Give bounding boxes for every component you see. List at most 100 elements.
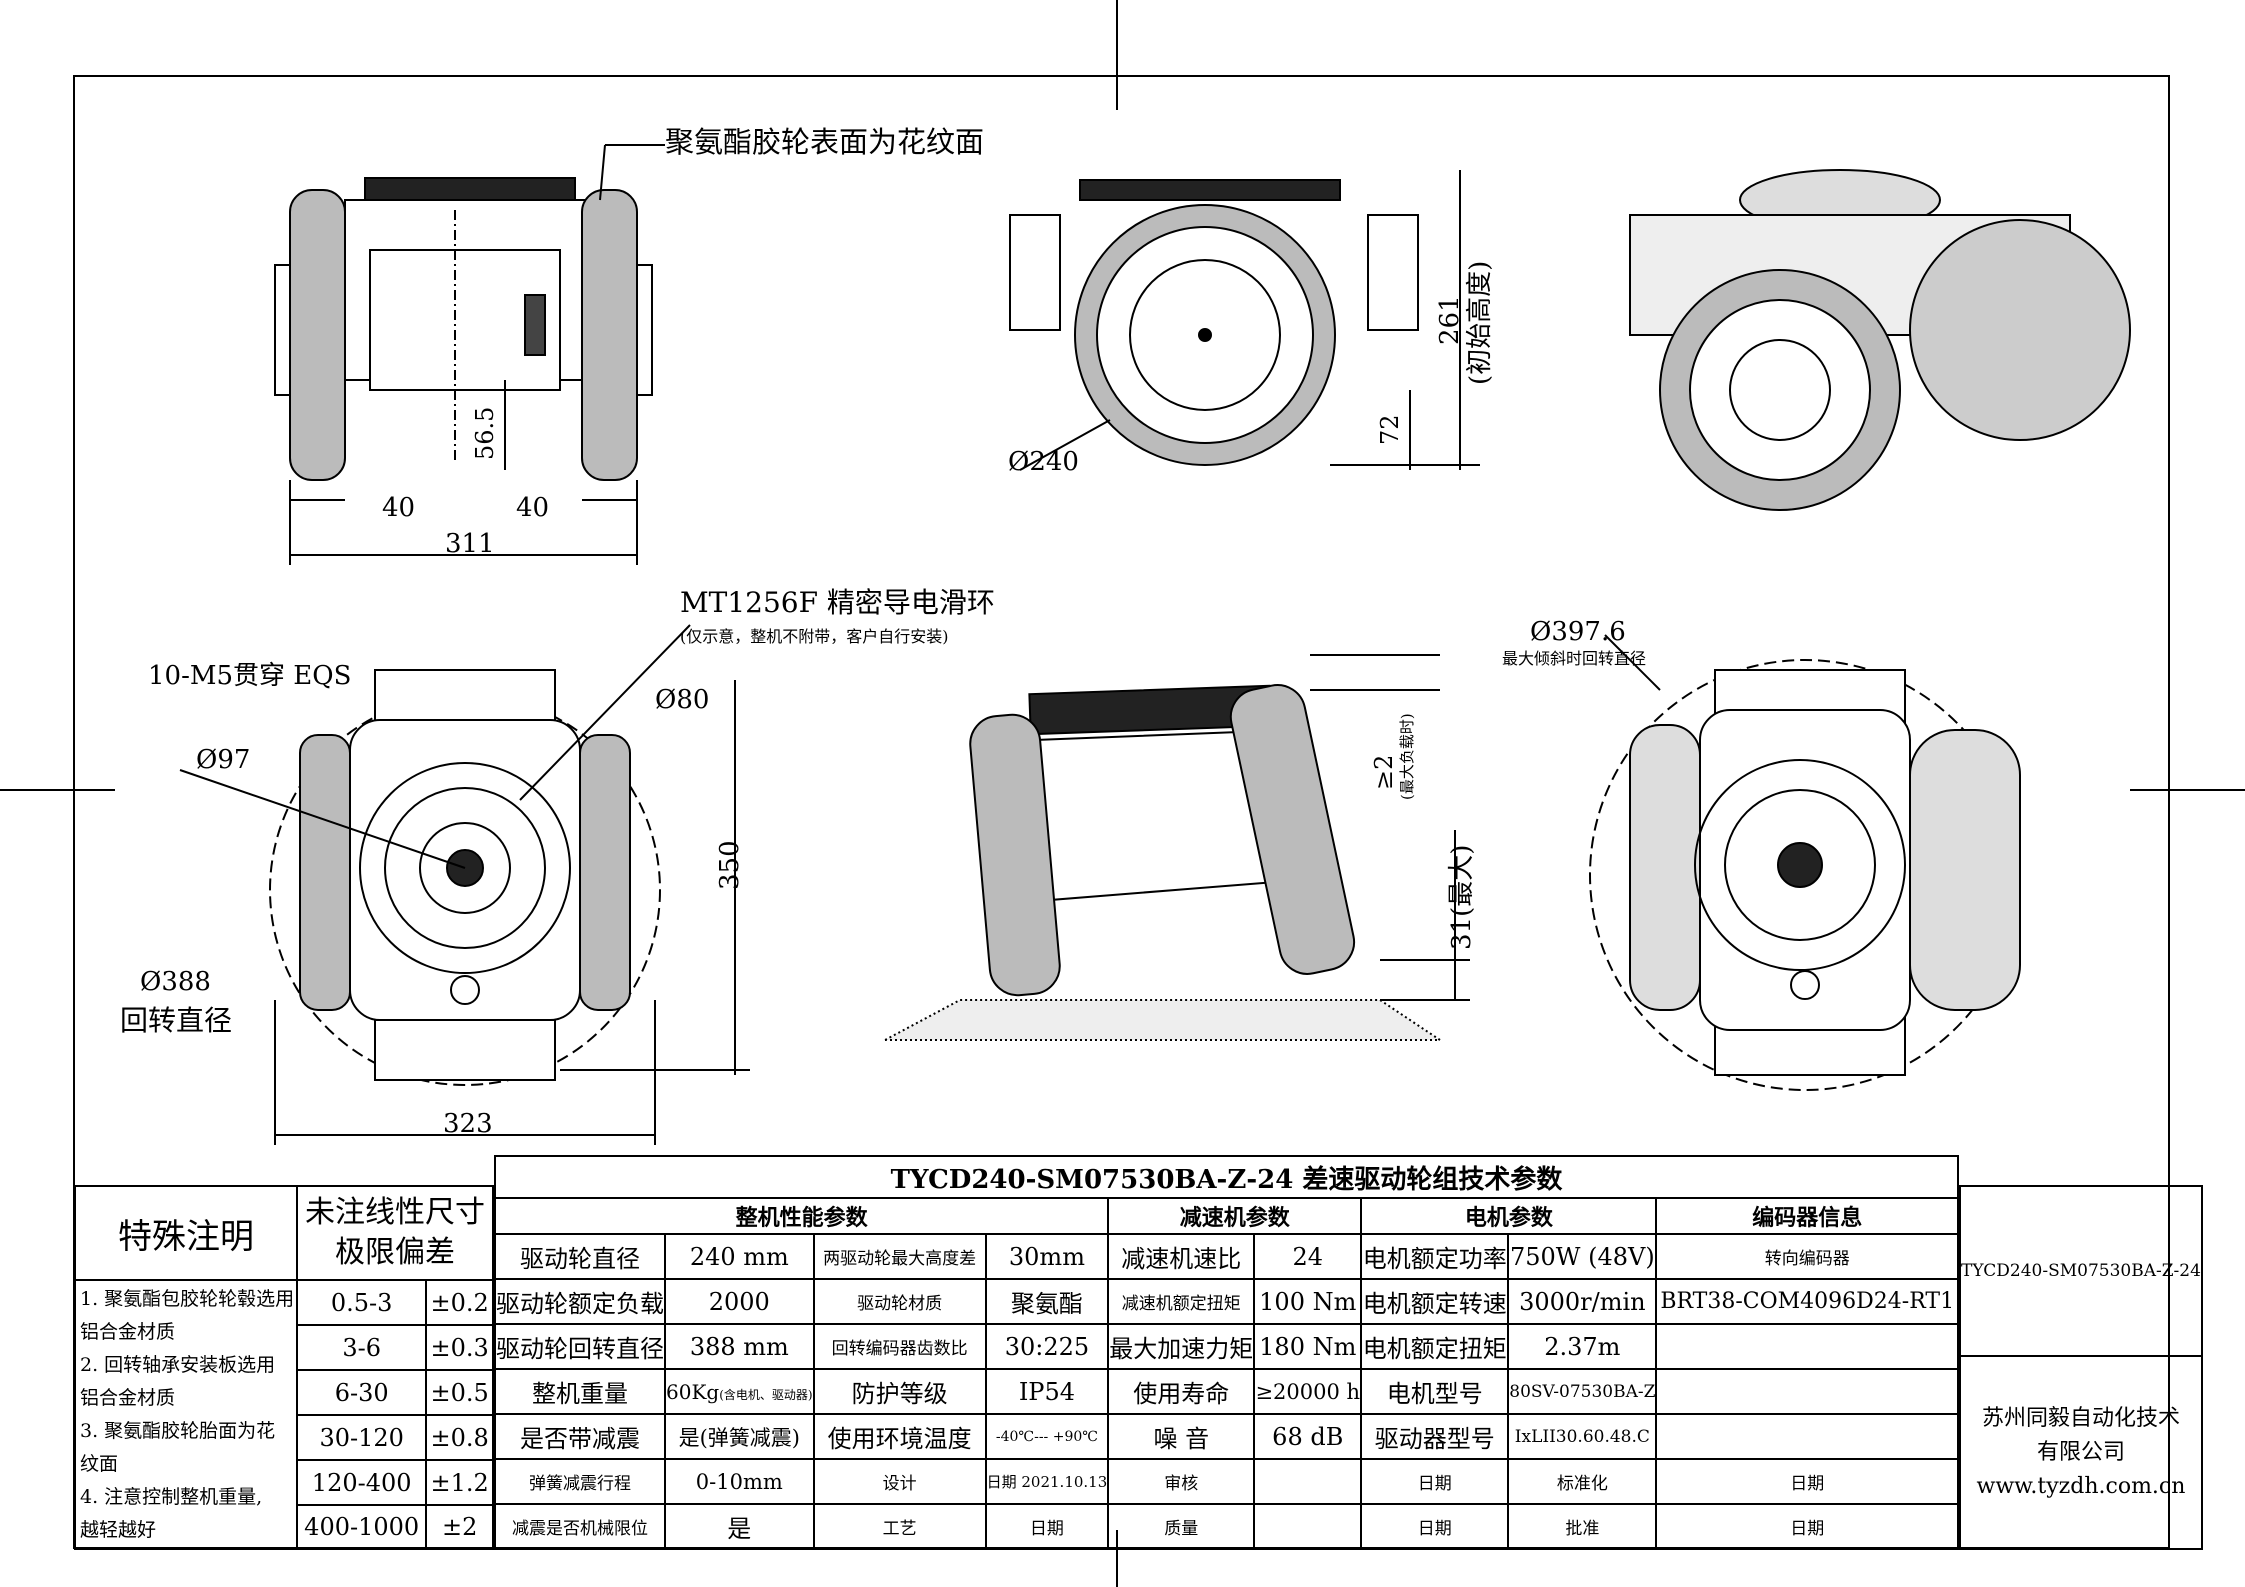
tol-value: ±2: [425, 1504, 494, 1550]
limit-label: 减震是否机械限位: [494, 1503, 666, 1550]
param-label: 电机额定转速: [1360, 1278, 1510, 1325]
param-value: 是(弹簧减震): [664, 1413, 815, 1460]
encoder-sub: 转向编码器: [1655, 1233, 1959, 1280]
top-view: [179, 624, 750, 1145]
side-dim-init: (初始高度): [1465, 261, 1495, 385]
param-label: 驱动轮直径: [494, 1233, 666, 1280]
tol-value: ±0.2: [425, 1279, 494, 1326]
notes-table: 特殊注明 未注线性尺寸极限偏差 1. 聚氨酯包胶轮轮毂选用 铝合金材质 2. 回…: [74, 1185, 494, 1550]
tol-value: ±0.5: [425, 1369, 494, 1416]
param-value: 30mm: [984, 1233, 1110, 1280]
tolerance-title-1: 未注线性尺寸: [305, 1195, 485, 1230]
spring-value: 0-10mm: [664, 1458, 815, 1505]
section-encoder: 编码器信息: [1655, 1197, 1959, 1235]
top-d388: Ø388: [140, 967, 211, 997]
spring-label: 弹簧减震行程: [494, 1458, 666, 1505]
param-value: 3000r/min: [1507, 1278, 1658, 1325]
tilt-d31: 31(最大): [1447, 845, 1477, 950]
title-block-title: TYCD240-SM07530BA-Z-24 差速驱动轮组技术参数: [494, 1155, 1959, 1199]
note-line: 4. 注意控制整机重量,: [80, 1485, 263, 1508]
param-value: 2000: [664, 1278, 815, 1325]
limit-value: 是: [664, 1503, 815, 1550]
tol-value: ±1.2: [425, 1459, 494, 1506]
top-d80: Ø80: [655, 685, 709, 715]
param-value: 聚氨酯: [984, 1278, 1110, 1325]
front-dim-h: 56.5: [471, 407, 499, 460]
param-value: 750W (48V): [1507, 1233, 1658, 1280]
tol-range: 30-120: [295, 1414, 428, 1461]
date-label: 日期: [1655, 1503, 1959, 1550]
tilt-d2: ≥2: [1370, 755, 1398, 790]
date-label: 日期: [1360, 1503, 1510, 1550]
note-line: 越轻越好: [80, 1518, 157, 1541]
tol-range: 3-6: [295, 1324, 428, 1371]
param-label: 使用寿命: [1107, 1368, 1256, 1415]
param-label: 使用环境温度: [812, 1413, 987, 1460]
param-value: 180 Nm: [1253, 1323, 1363, 1370]
tol-range: 6-30: [295, 1369, 428, 1416]
param-label: 回转编码器齿数比: [812, 1323, 987, 1370]
param-value: ≥20000 h: [1253, 1368, 1363, 1415]
front-dim-w1: 40: [382, 493, 415, 523]
param-value: 24: [1253, 1233, 1363, 1280]
param-value: 68 dB: [1253, 1413, 1363, 1460]
note-line: 纹面: [80, 1452, 119, 1475]
param-value: 100 Nm: [1253, 1278, 1363, 1325]
company-name-2: 有限公司: [2036, 1439, 2125, 1465]
top-d388-label: 回转直径: [120, 1004, 232, 1037]
top-h350: 350: [715, 840, 745, 890]
param-label: 驱动轮额定负载: [494, 1278, 666, 1325]
front-view: [274, 144, 665, 565]
param-value: IP54: [984, 1368, 1110, 1415]
company-table: TYCD240-SM07530BA-Z-24 苏州同毅自动化技术 有限公司 ww…: [1959, 1185, 2203, 1550]
bottom-d397: Ø397.6: [1530, 617, 1626, 647]
param-label: 减速机额定扭矩: [1107, 1278, 1256, 1325]
param-value: 2.37m: [1507, 1323, 1658, 1370]
model-code: TYCD240-SM07530BA-Z-24: [1959, 1185, 2203, 1357]
side-dim-261: 261: [1435, 295, 1465, 345]
company-website: www.tyzdh.com.cn: [1976, 1473, 2186, 1499]
tol-range: 400-1000: [295, 1504, 428, 1550]
craft-label: 工艺: [812, 1503, 987, 1550]
note-line: 铝合金材质: [80, 1386, 176, 1409]
top-slip-note: (仅示意，整机不附带，客户自行安装): [680, 627, 949, 646]
param-value: -40℃--- +90℃: [984, 1413, 1110, 1460]
param-label: 噪 音: [1107, 1413, 1256, 1460]
date-label: 日期: [1360, 1458, 1510, 1505]
standard-label: 标准化: [1507, 1458, 1658, 1505]
iso-view: [1629, 169, 2131, 511]
param-label: 驱动器型号: [1360, 1413, 1510, 1460]
front-dim-total: 311: [445, 529, 495, 559]
bottom-view: [1589, 634, 2021, 1091]
design-label: 设计: [812, 1458, 987, 1505]
tol-value: ±0.8: [425, 1414, 494, 1461]
side-view: [1009, 170, 1480, 471]
top-d97: Ø97: [196, 745, 250, 775]
side-dim-dia: Ø240: [1008, 447, 1079, 477]
section-motor: 电机参数: [1360, 1197, 1658, 1235]
note-line: 1. 聚氨酯包胶轮轮毂选用: [80, 1287, 295, 1310]
param-value: 80SV-07530BA-Z: [1507, 1368, 1658, 1415]
param-value: 30:225: [984, 1323, 1110, 1370]
date-label: 日期: [984, 1503, 1110, 1550]
date-label: 日期: [1655, 1458, 1959, 1505]
front-callout: 聚氨酯胶轮表面为花纹面: [665, 125, 984, 159]
param-value: 388 mm: [664, 1323, 815, 1370]
param-label: 驱动轮材质: [812, 1278, 987, 1325]
top-holes: 10-M5贯穿 EQS: [148, 661, 351, 691]
side-dim-72: 72: [1376, 414, 1404, 445]
review-label: 审核: [1107, 1458, 1256, 1505]
param-value: 240 mm: [664, 1233, 815, 1280]
quality-label: 质量: [1107, 1503, 1256, 1550]
param-label: 驱动轮回转直径: [494, 1323, 666, 1370]
weight-note: (含电机、驱动器): [719, 1387, 813, 1402]
special-notes-title: 特殊注明: [74, 1185, 298, 1281]
param-label: 电机额定功率: [1360, 1233, 1510, 1280]
tilt-d2-note: (最大负载时): [1398, 713, 1416, 800]
param-label: 防护等级: [812, 1368, 987, 1415]
tol-range: 0.5-3: [295, 1279, 428, 1326]
param-label: 减速机速比: [1107, 1233, 1256, 1280]
tilt-view: [884, 654, 1470, 1041]
date-label: 日期: [986, 1473, 1017, 1491]
company-name: 苏州同毅自动化技术: [1981, 1405, 2180, 1431]
